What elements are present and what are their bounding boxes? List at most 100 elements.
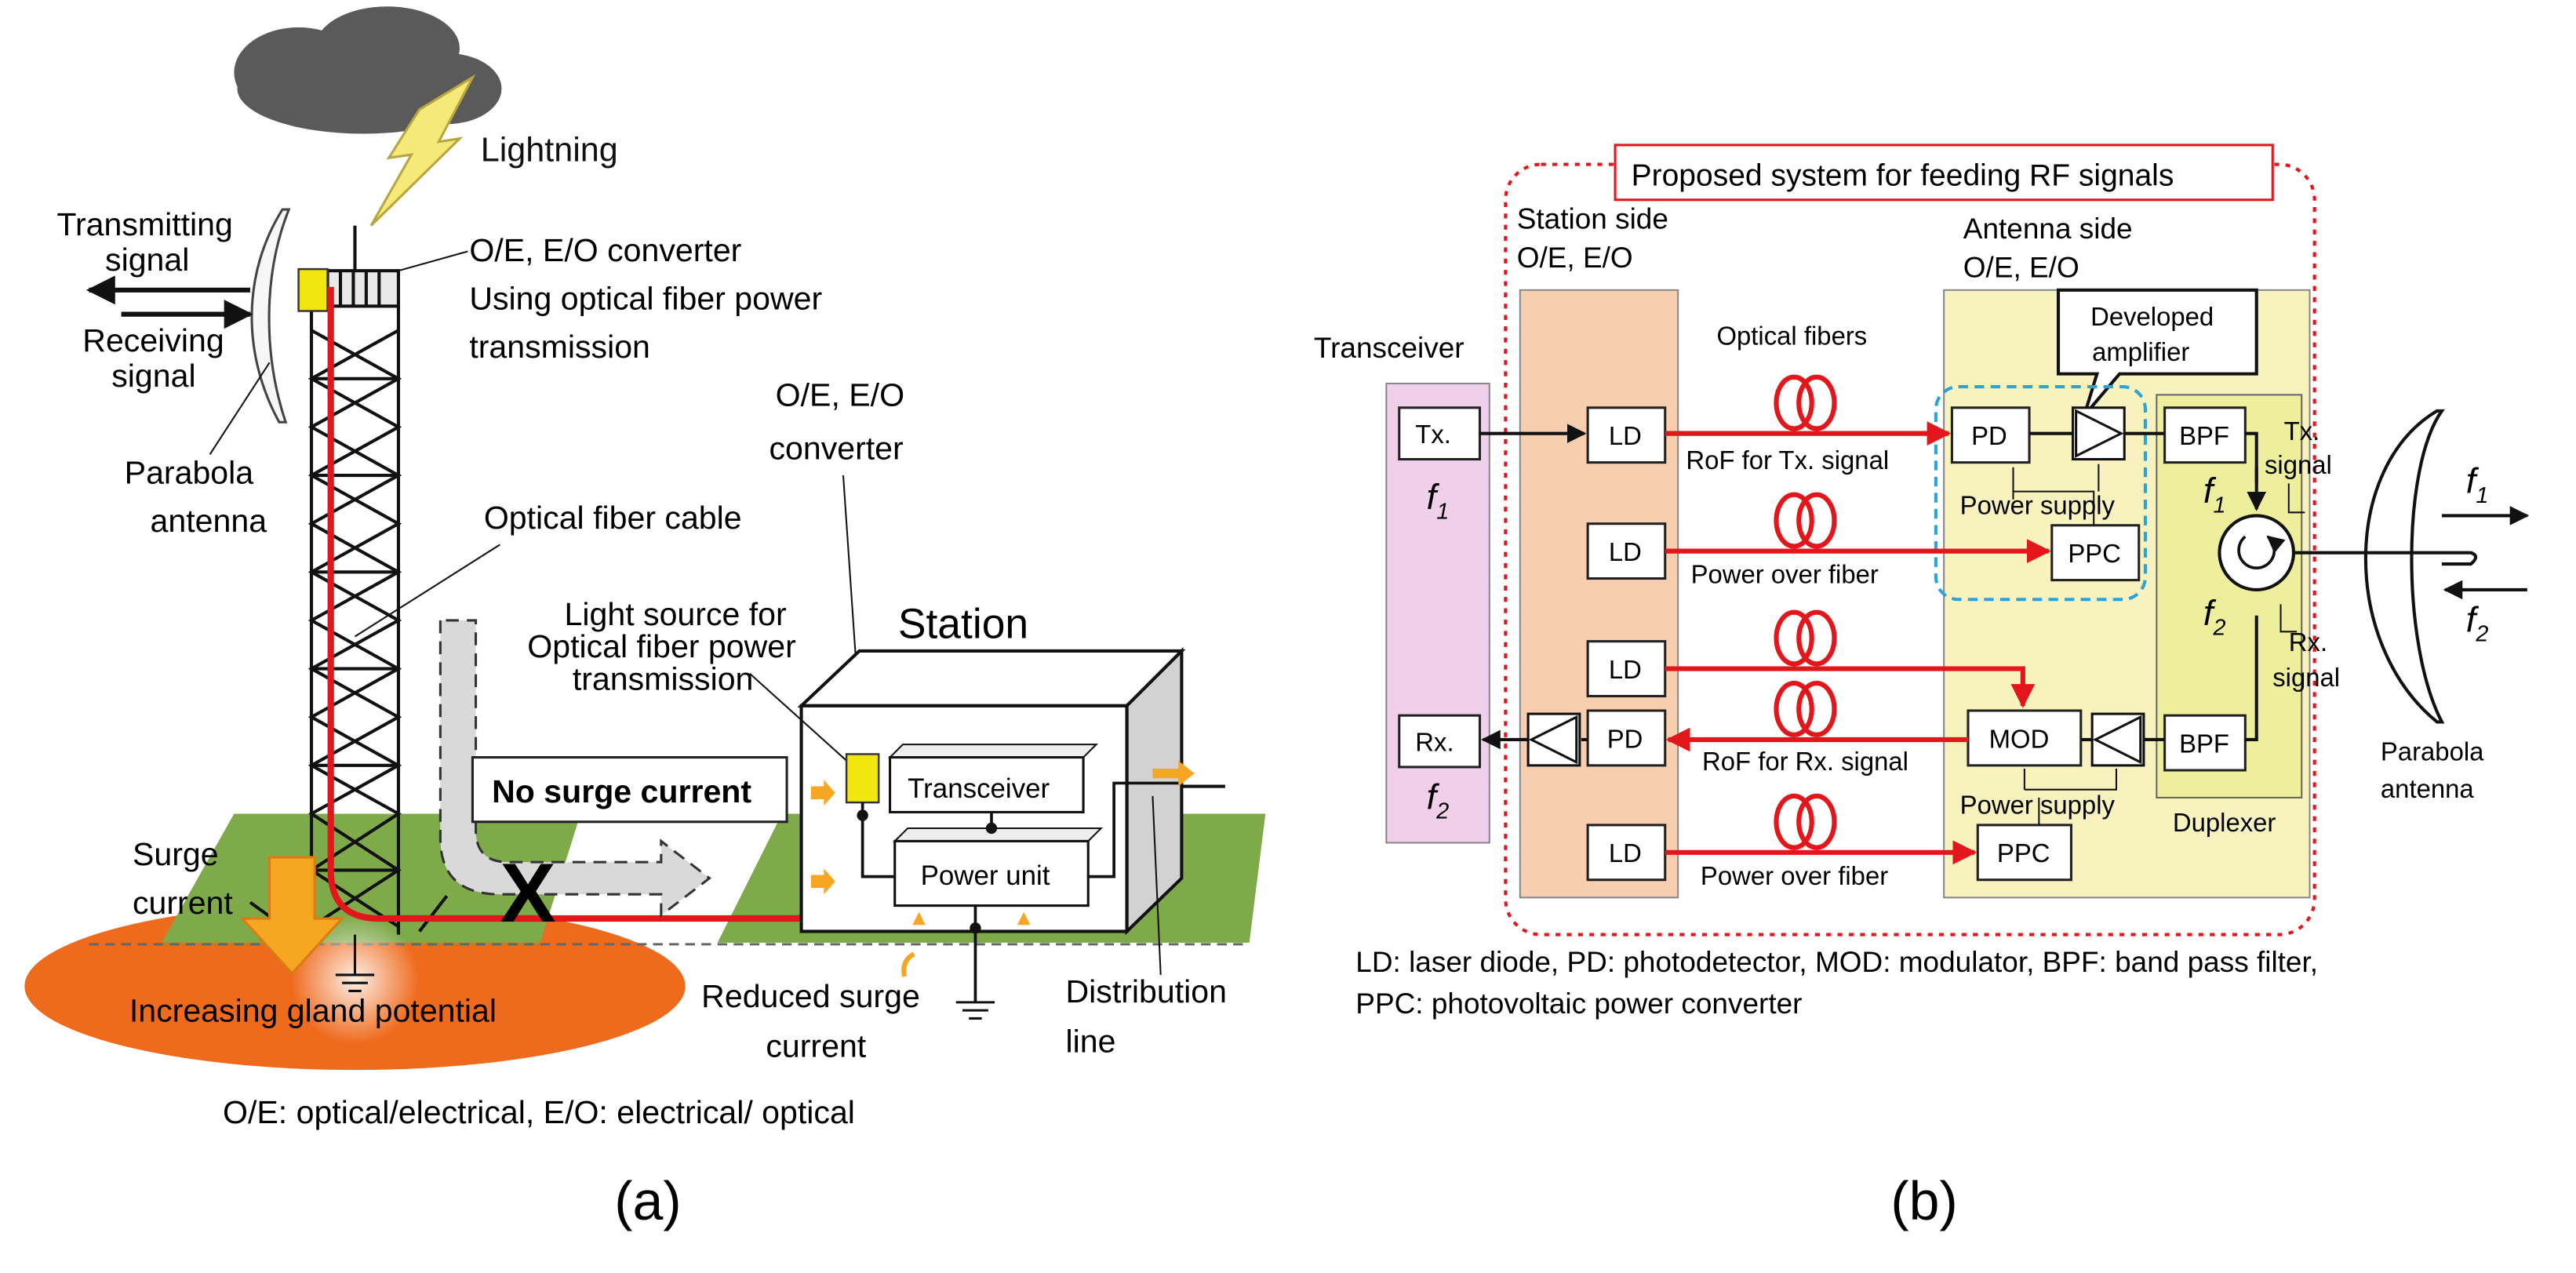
caption-a: (a) [614, 1170, 681, 1231]
parabola-label-1: Parabola [125, 454, 254, 490]
legend-line-1: LD: laser diode, PD: photodetector, MOD:… [1355, 946, 2318, 978]
reduced-label-1: Reduced surge [701, 978, 920, 1014]
converter-station-label-2: converter [769, 431, 903, 467]
transmitting-label-1: Transmitting [56, 206, 232, 242]
ld-box-3 [1586, 640, 1667, 698]
ld-box-2 [1586, 522, 1667, 580]
cloud-icon [234, 6, 502, 134]
proposed-system-title: Proposed system for feeding RF signals [1632, 158, 2174, 192]
parabola-dish-icon [250, 208, 291, 424]
converter-top-leader [398, 250, 468, 272]
no-surge-box [471, 756, 788, 824]
rx-signal-label-1: Rx. [2289, 627, 2327, 657]
ppc-label-2: PPC [1997, 838, 2050, 867]
power-unit-box-top [893, 827, 1104, 842]
rof-rx-label: RoF for Rx. signal [1702, 747, 1908, 776]
developed-amp-highlight [1934, 385, 2148, 602]
surge-label-2: current [133, 885, 233, 921]
f2-label-antenna: f2 [2466, 599, 2489, 646]
antenna-side-label-2: O/E, E/O [1963, 251, 2079, 283]
f1-label-antenna: f1 [2466, 461, 2489, 508]
power-supply-links [2012, 464, 2305, 825]
transceiver-label-a: Transceiver [908, 773, 1050, 804]
developed-amp-label-1: Developed [2090, 302, 2214, 331]
surge-current-arrow [239, 856, 345, 976]
pd-label-antenna: PD [1971, 421, 2007, 450]
surge-label-1: Surge [133, 836, 219, 872]
parabola-dish-icon-b [2364, 409, 2445, 724]
footnote-a: O/E: optical/electrical, E/O: electrical… [223, 1094, 855, 1130]
ground-symbol-station [955, 1001, 995, 1020]
mod-carrier-fiber [1665, 666, 2036, 708]
power-fiber-label-1: Power over fiber [1691, 560, 1879, 589]
tx-signal-label-1: Tx. [2284, 416, 2320, 446]
ld-label-1: LD [1609, 421, 1642, 450]
ppc-box-2 [1976, 824, 2072, 882]
rx-amplifier-antenna-icon [2090, 712, 2145, 767]
power-unit-box [893, 839, 1090, 907]
x-mark: X [500, 846, 555, 940]
fiber-cable-leader [354, 544, 500, 638]
transmitting-label-2: signal [105, 242, 189, 278]
power-supply-label-1: Power supply [1960, 490, 2116, 519]
station-side-label-2: O/E, E/O [1517, 242, 1633, 274]
developed-amp-callout [2056, 288, 2258, 417]
antenna-feed-hook [2441, 551, 2478, 566]
rx-box [1398, 714, 1482, 769]
bpf-box-rx [2163, 714, 2247, 772]
proposed-system-frame [1504, 162, 2316, 937]
rx-amplifier-antenna-triangle [2092, 715, 2142, 765]
power-supply-label-2: Power supply [1960, 790, 2116, 819]
ld-box-4 [1586, 824, 1667, 882]
oe-converter-station-icon [845, 753, 880, 804]
junction-dot [985, 822, 998, 835]
rx-signal-label-2: signal [2272, 663, 2340, 692]
parabola-leader [209, 362, 271, 455]
parabola-label-2: antenna [151, 503, 267, 539]
parabola-label-b-1: Parabola [2381, 737, 2484, 766]
ld-label-2: LD [1609, 537, 1642, 566]
mod-box [1967, 709, 2083, 767]
power-fiber-label-2: Power over fiber [1701, 861, 1888, 890]
bpf-label-rx: BPF [2179, 729, 2229, 758]
light-source-label-2: Optical fiber power [527, 628, 795, 664]
junction-dot [970, 922, 981, 934]
gland-label: Increasing gland potential [129, 993, 497, 1029]
mod-label: MOD [1989, 724, 2050, 753]
fiber-coil-icon [1774, 374, 1837, 850]
light-source-label-3: transmission [573, 660, 754, 697]
blocked-surge-path [438, 619, 711, 918]
reduced-surge-arrow [901, 951, 915, 977]
power-unit-label: Power unit [921, 860, 1050, 891]
ld-label-4: LD [1609, 838, 1642, 867]
tx-amplifier-triangle [2075, 409, 2124, 458]
rx-amplifier-icon [1526, 712, 1581, 767]
converter-top-label-3: transmission [469, 329, 650, 365]
distribution-label-1: Distribution [1065, 973, 1226, 1009]
transceiver-box-top [888, 744, 1099, 758]
tx-amplifier-icon [2071, 406, 2126, 461]
converter-station-label-1: O/E, E/O [776, 377, 904, 413]
bpf-label-tx: BPF [2179, 421, 2229, 450]
lightning-bolt-icon [369, 74, 476, 227]
panel-a: Lightning Trans [24, 6, 1266, 1231]
station-label: Station [898, 602, 1028, 648]
ground-symbol-left [335, 934, 375, 993]
duplexer-label: Duplexer [2173, 808, 2276, 837]
panel-b: Proposed system for feeding RF signals S… [1314, 144, 2530, 1231]
optical-fibers-label: Optical fibers [1716, 322, 1867, 351]
pd-label-station: PD [1607, 724, 1643, 753]
transceiver-label-b: Transceiver [1314, 332, 1464, 364]
parabola-label-b-2: antenna [2381, 774, 2475, 803]
no-surge-label: No surge current [492, 773, 751, 809]
proposed-system-title-box [1614, 144, 2274, 202]
light-source-leader [749, 672, 847, 762]
receiving-label-2: signal [111, 358, 195, 394]
legend-line-2: PPC: photovoltaic power converter [1355, 987, 1802, 1020]
ld-label-3: LD [1609, 655, 1642, 684]
transceiver-box [889, 756, 1085, 813]
ld-box-1 [1586, 406, 1667, 464]
circulator-arrow-icon [2237, 535, 2286, 569]
receiving-label-1: Receiving [82, 322, 224, 358]
